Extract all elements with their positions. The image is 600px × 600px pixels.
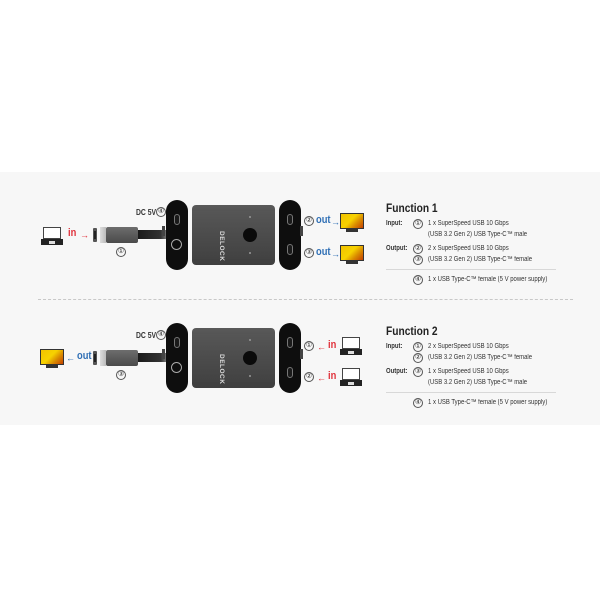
arrow-left-icon: ←	[317, 373, 326, 383]
function1-specs: Function 1 Input: ① 1 x SuperSpeed USB 10 …	[386, 201, 586, 285]
spec-number: ①	[413, 341, 423, 352]
in-label: in	[68, 227, 77, 239]
spec-text: (USB 3.2 Gen 2) USB Type-C™ male	[428, 231, 528, 238]
usb-c-plug-tip	[93, 228, 97, 242]
dc-label: DC 5V	[136, 331, 157, 340]
dc-port-number: ④	[156, 207, 166, 217]
usb-c-power-port	[174, 214, 180, 225]
left-end-cap	[166, 323, 188, 393]
in-label: in	[328, 370, 337, 382]
dc-label: DC 5V	[136, 208, 157, 217]
spec-number: ②	[413, 352, 423, 363]
usb-c-input-port	[171, 239, 182, 250]
usb-c-output-port	[171, 362, 182, 373]
usb-c-power-port	[174, 337, 180, 348]
spec-text: 2 x SuperSpeed USB 10 Gbps	[428, 245, 509, 252]
switch-button[interactable]	[243, 351, 257, 365]
usb-c-plug-tip	[93, 351, 97, 365]
spec-number: ①	[413, 218, 423, 229]
spec-text: (USB 3.2 Gen 2) USB Type-C™ male	[428, 379, 528, 386]
monitor-icon	[340, 245, 364, 265]
cap-tab	[162, 349, 165, 359]
output-label: Output:	[386, 368, 408, 375]
brand-logo: DELOCK	[218, 354, 225, 385]
switch-button[interactable]	[243, 228, 257, 242]
left-end-cap	[166, 200, 188, 270]
cap-tab	[300, 349, 303, 359]
cap-tab	[162, 226, 165, 236]
plug-neck	[100, 350, 106, 366]
led-indicator	[249, 375, 251, 377]
right-end-cap	[279, 323, 301, 393]
usb-c-plug	[106, 227, 138, 243]
spec-text: (USB 3.2 Gen 2) USB Type-C™ female	[428, 354, 533, 361]
led-indicator	[249, 216, 251, 218]
arrow-right-icon: →	[80, 230, 89, 240]
switch-body: DELOCK	[192, 328, 275, 388]
out-label: out	[77, 350, 92, 362]
port-number: ②	[304, 372, 314, 382]
arrow-right-icon: →	[331, 249, 340, 259]
function2-diagram: ← out ③ DC 5V ④ DELOCK ① ← in ② ← in	[0, 305, 600, 415]
led-indicator	[249, 339, 251, 341]
monitor-icon	[340, 213, 364, 233]
function1-diagram: in → ① DC 5V ④ DELOCK ② out → ③ out →	[0, 182, 600, 292]
port-number: ②	[304, 216, 314, 226]
laptop-icon	[340, 368, 362, 386]
brand-logo: DELOCK	[218, 231, 225, 262]
cable	[138, 230, 176, 239]
spec-text: 1 x USB Type-C™ female (5 V power supply…	[428, 276, 548, 283]
plug-neck	[100, 227, 106, 243]
arrow-left-icon: ←	[66, 353, 75, 363]
spec-text: 2 x SuperSpeed USB 10 Gbps	[428, 343, 509, 350]
spec-text: 1 x SuperSpeed USB 10 Gbps	[428, 368, 509, 375]
arrow-left-icon: ←	[317, 342, 326, 352]
laptop-icon	[340, 337, 362, 355]
usb-c-port-2	[287, 367, 293, 378]
spec-text: (USB 3.2 Gen 2) USB Type-C™ female	[428, 256, 533, 263]
spec-text: 1 x SuperSpeed USB 10 Gbps	[428, 220, 509, 227]
spec-text: 1 x USB Type-C™ female (5 V power supply…	[428, 399, 548, 406]
led-indicator	[249, 252, 251, 254]
right-end-cap	[279, 200, 301, 270]
spec-number: ③	[413, 254, 423, 265]
usb-c-port-1	[287, 337, 293, 348]
port-number: ①	[304, 341, 314, 351]
spec-divider	[386, 392, 556, 393]
monitor-icon	[40, 349, 64, 369]
switch-body: DELOCK	[192, 205, 275, 265]
spec-number: ③	[413, 366, 423, 377]
usb-c-plug	[106, 350, 138, 366]
function-title: Function 1	[386, 201, 438, 215]
spec-divider	[386, 269, 556, 270]
cable	[138, 353, 176, 362]
spec-number: ②	[413, 243, 423, 254]
laptop-icon	[41, 227, 63, 245]
arrow-right-icon: →	[331, 217, 340, 227]
in-label: in	[328, 339, 337, 351]
spec-number: ④	[413, 274, 423, 285]
usb-c-port-3	[287, 244, 293, 255]
usb-c-port-2	[287, 214, 293, 225]
input-label: Input:	[386, 343, 403, 350]
output-label: Output:	[386, 245, 408, 252]
section-divider	[38, 299, 573, 300]
input-label: Input:	[386, 220, 403, 227]
function2-specs: Function 2 Input: ① 2 x SuperSpeed USB 10 …	[386, 324, 586, 408]
out-label: out	[316, 246, 331, 258]
function-title: Function 2	[386, 324, 438, 338]
out-label: out	[316, 214, 331, 226]
cap-tab	[300, 226, 303, 236]
cable-number: ①	[116, 247, 126, 257]
spec-number: ④	[413, 397, 423, 408]
dc-port-number: ④	[156, 330, 166, 340]
cable-number: ③	[116, 370, 126, 380]
port-number: ③	[304, 248, 314, 258]
